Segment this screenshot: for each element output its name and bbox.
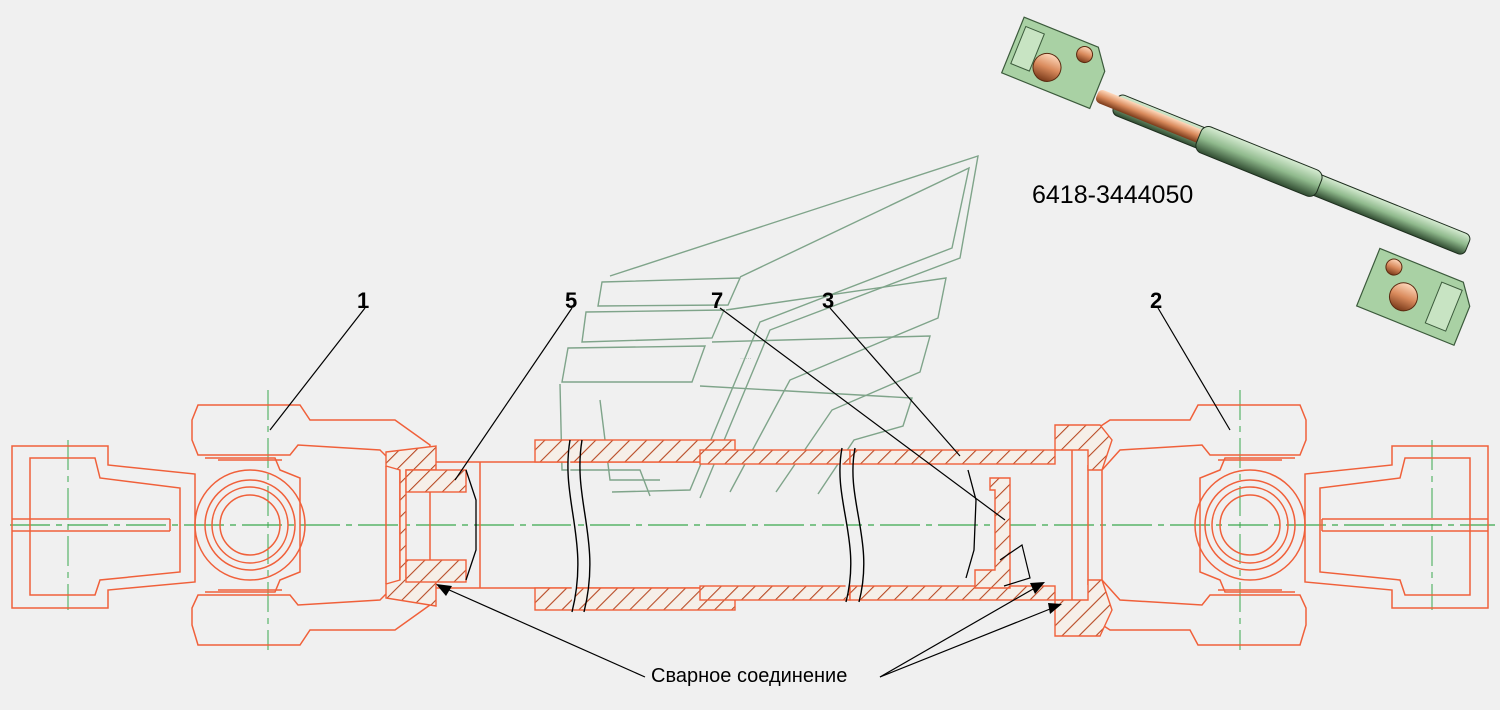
right-weld-hatch-bottom bbox=[1054, 579, 1113, 637]
company-logo-watermark-icon: ·· ··· bbox=[559, 154, 979, 499]
callout-1: 1 bbox=[357, 288, 370, 313]
steering-shaft-photo-icon bbox=[1000, 16, 1471, 347]
part-7-plug bbox=[974, 477, 1011, 589]
right-weld-hatch bbox=[1054, 424, 1113, 471]
callout-7: 7 bbox=[711, 288, 724, 313]
leader-lines bbox=[269, 307, 1231, 678]
outer-tube bbox=[534, 439, 1056, 611]
part-5-inner-hatch-top bbox=[405, 469, 467, 493]
callout-2: 2 bbox=[1150, 288, 1163, 313]
part-number-label: 6418-3444050 bbox=[1032, 181, 1194, 209]
callout-3: 3 bbox=[822, 288, 835, 313]
part-5-inner-hatch-bottom bbox=[405, 559, 467, 583]
weld-joint-caption: Сварное соединение bbox=[651, 665, 848, 687]
callout-5: 5 bbox=[565, 288, 578, 313]
svg-text:·· ···: ·· ··· bbox=[740, 356, 752, 362]
left-universal-joint bbox=[11, 404, 431, 646]
leader-arrowheads bbox=[436, 582, 1062, 614]
